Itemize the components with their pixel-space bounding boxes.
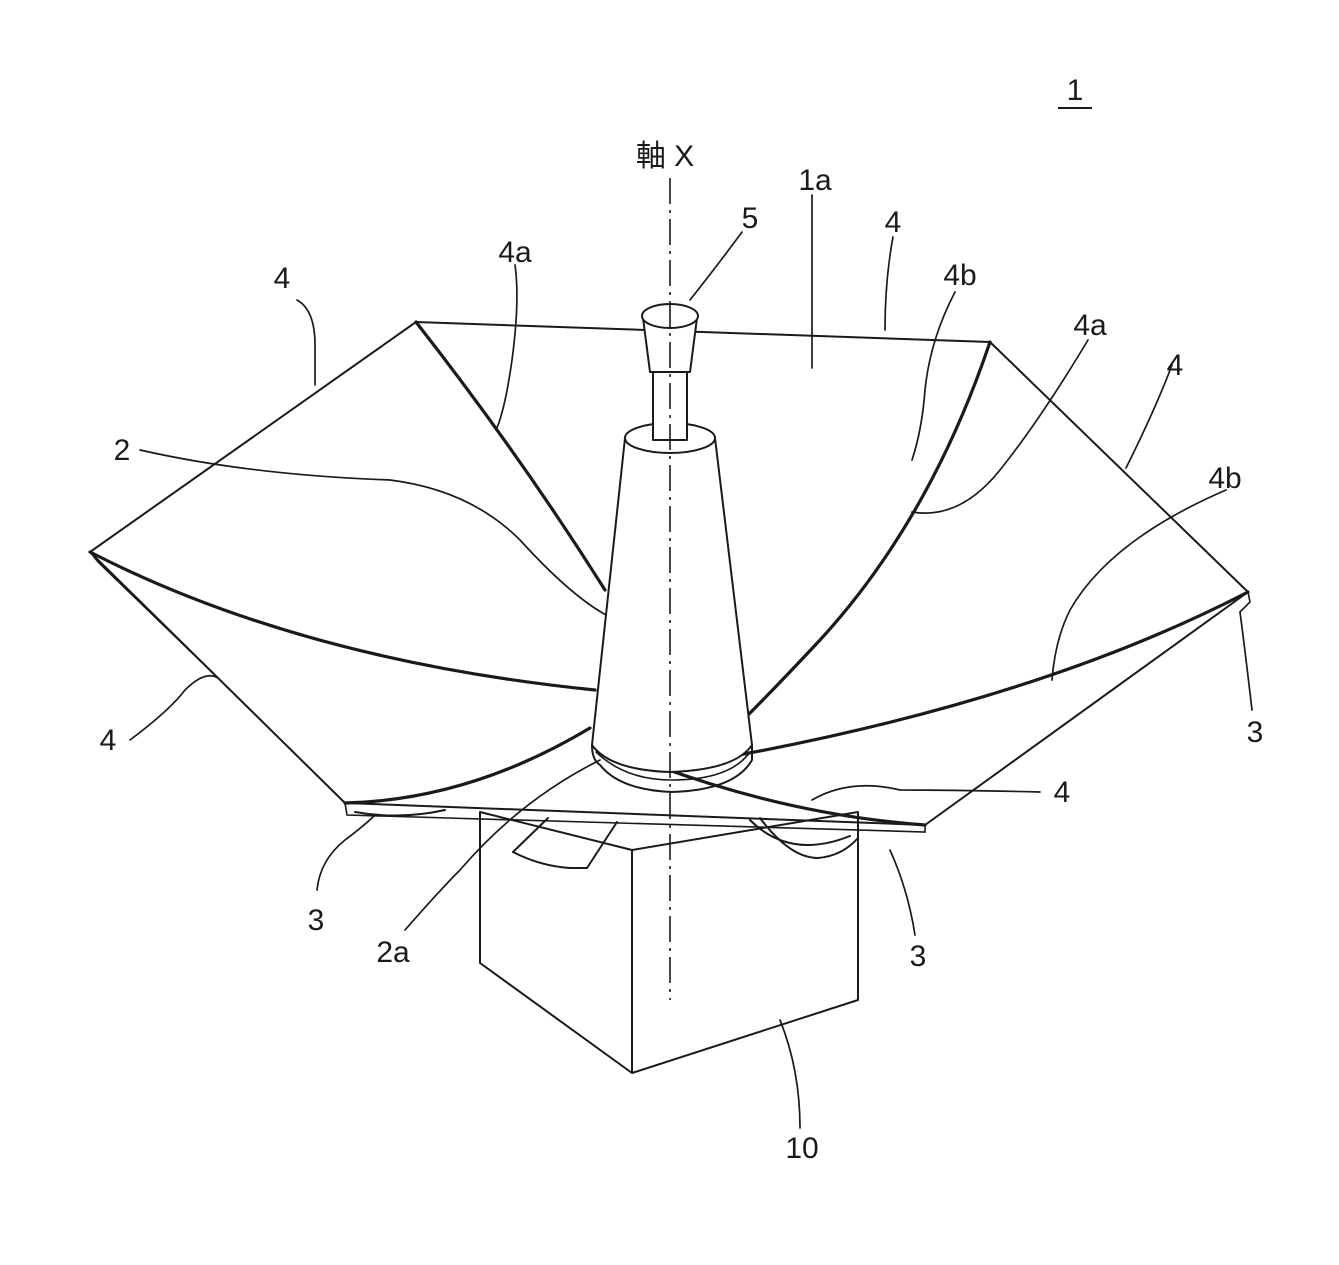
leader-2a <box>404 759 601 931</box>
label-3-left: 3 <box>308 904 325 937</box>
cone-support-2 <box>591 422 753 793</box>
label-3-right: 3 <box>1247 716 1264 749</box>
dish-rim-edge-right <box>1239 591 1251 613</box>
dish-rim-edge-left <box>89 551 219 679</box>
leader-4-front-right <box>811 784 1041 801</box>
leader-4b-right-lower <box>1051 489 1227 681</box>
label-4-left-lower: 4 <box>100 724 117 757</box>
rib-front-right <box>653 763 927 827</box>
cone-base-ring-inner <box>595 751 751 781</box>
label-2a: 2a <box>376 936 410 969</box>
label-4-top-right: 4 <box>885 206 902 239</box>
label-4-front-right: 4 <box>1054 776 1071 809</box>
label-4a-right: 4a <box>1073 309 1107 342</box>
label-3-center: 3 <box>910 940 927 973</box>
label-4b-right: 4b <box>1208 462 1241 495</box>
leader-4-left-lower <box>129 674 219 741</box>
leader-4-right <box>1125 364 1173 469</box>
leader-4-top-right <box>884 236 894 331</box>
rib-front-left <box>343 726 592 805</box>
label-4b-upper: 4b <box>943 259 976 292</box>
label-4-top-left: 4 <box>274 262 291 295</box>
reflector-dish-1a <box>88 320 1251 846</box>
reference-labels: 1 軸 X 1a 5 4a 4 4 4b 4a 4 4b 2 4 3 4 3 2… <box>100 74 1264 1165</box>
front-lobe-right <box>749 819 851 846</box>
rib-left-lower <box>88 550 597 692</box>
cone-body <box>591 437 753 773</box>
leader-lines <box>129 194 1253 1129</box>
label-1a: 1a <box>798 164 832 197</box>
leader-5 <box>689 231 743 301</box>
base-box-10 <box>479 811 859 1074</box>
label-10: 10 <box>785 1132 818 1165</box>
leader-4a-left <box>495 264 518 431</box>
figure-number: 1 <box>1067 74 1084 107</box>
label-4a-left: 4a <box>498 236 532 269</box>
leader-3-center <box>889 849 916 936</box>
mount-bracket-right <box>759 817 859 859</box>
leader-4a-right <box>911 339 1089 514</box>
front-lobe-left <box>354 809 446 817</box>
base-box-left-face <box>479 811 633 1074</box>
rib-4a-left <box>414 320 607 592</box>
base-box-right-face <box>631 811 859 1074</box>
label-5: 5 <box>742 202 759 235</box>
leader-3-left <box>316 814 376 891</box>
mount-bracket-left-top <box>512 817 549 853</box>
label-axis-x: 軸 X <box>636 140 694 173</box>
leader-3-right <box>1239 611 1253 711</box>
dish-rim-edge-front <box>344 802 926 833</box>
label-4-right: 4 <box>1167 349 1184 382</box>
leader-10 <box>779 1019 801 1129</box>
leader-4b-right-upper <box>911 291 956 461</box>
label-2: 2 <box>114 434 131 467</box>
leader-4-top-left <box>296 299 316 386</box>
rib-4b-right-lower <box>698 590 1250 764</box>
mount-bracket-left <box>512 821 618 869</box>
cone-base-ring-2a <box>591 744 753 793</box>
leader-2 <box>139 449 607 616</box>
